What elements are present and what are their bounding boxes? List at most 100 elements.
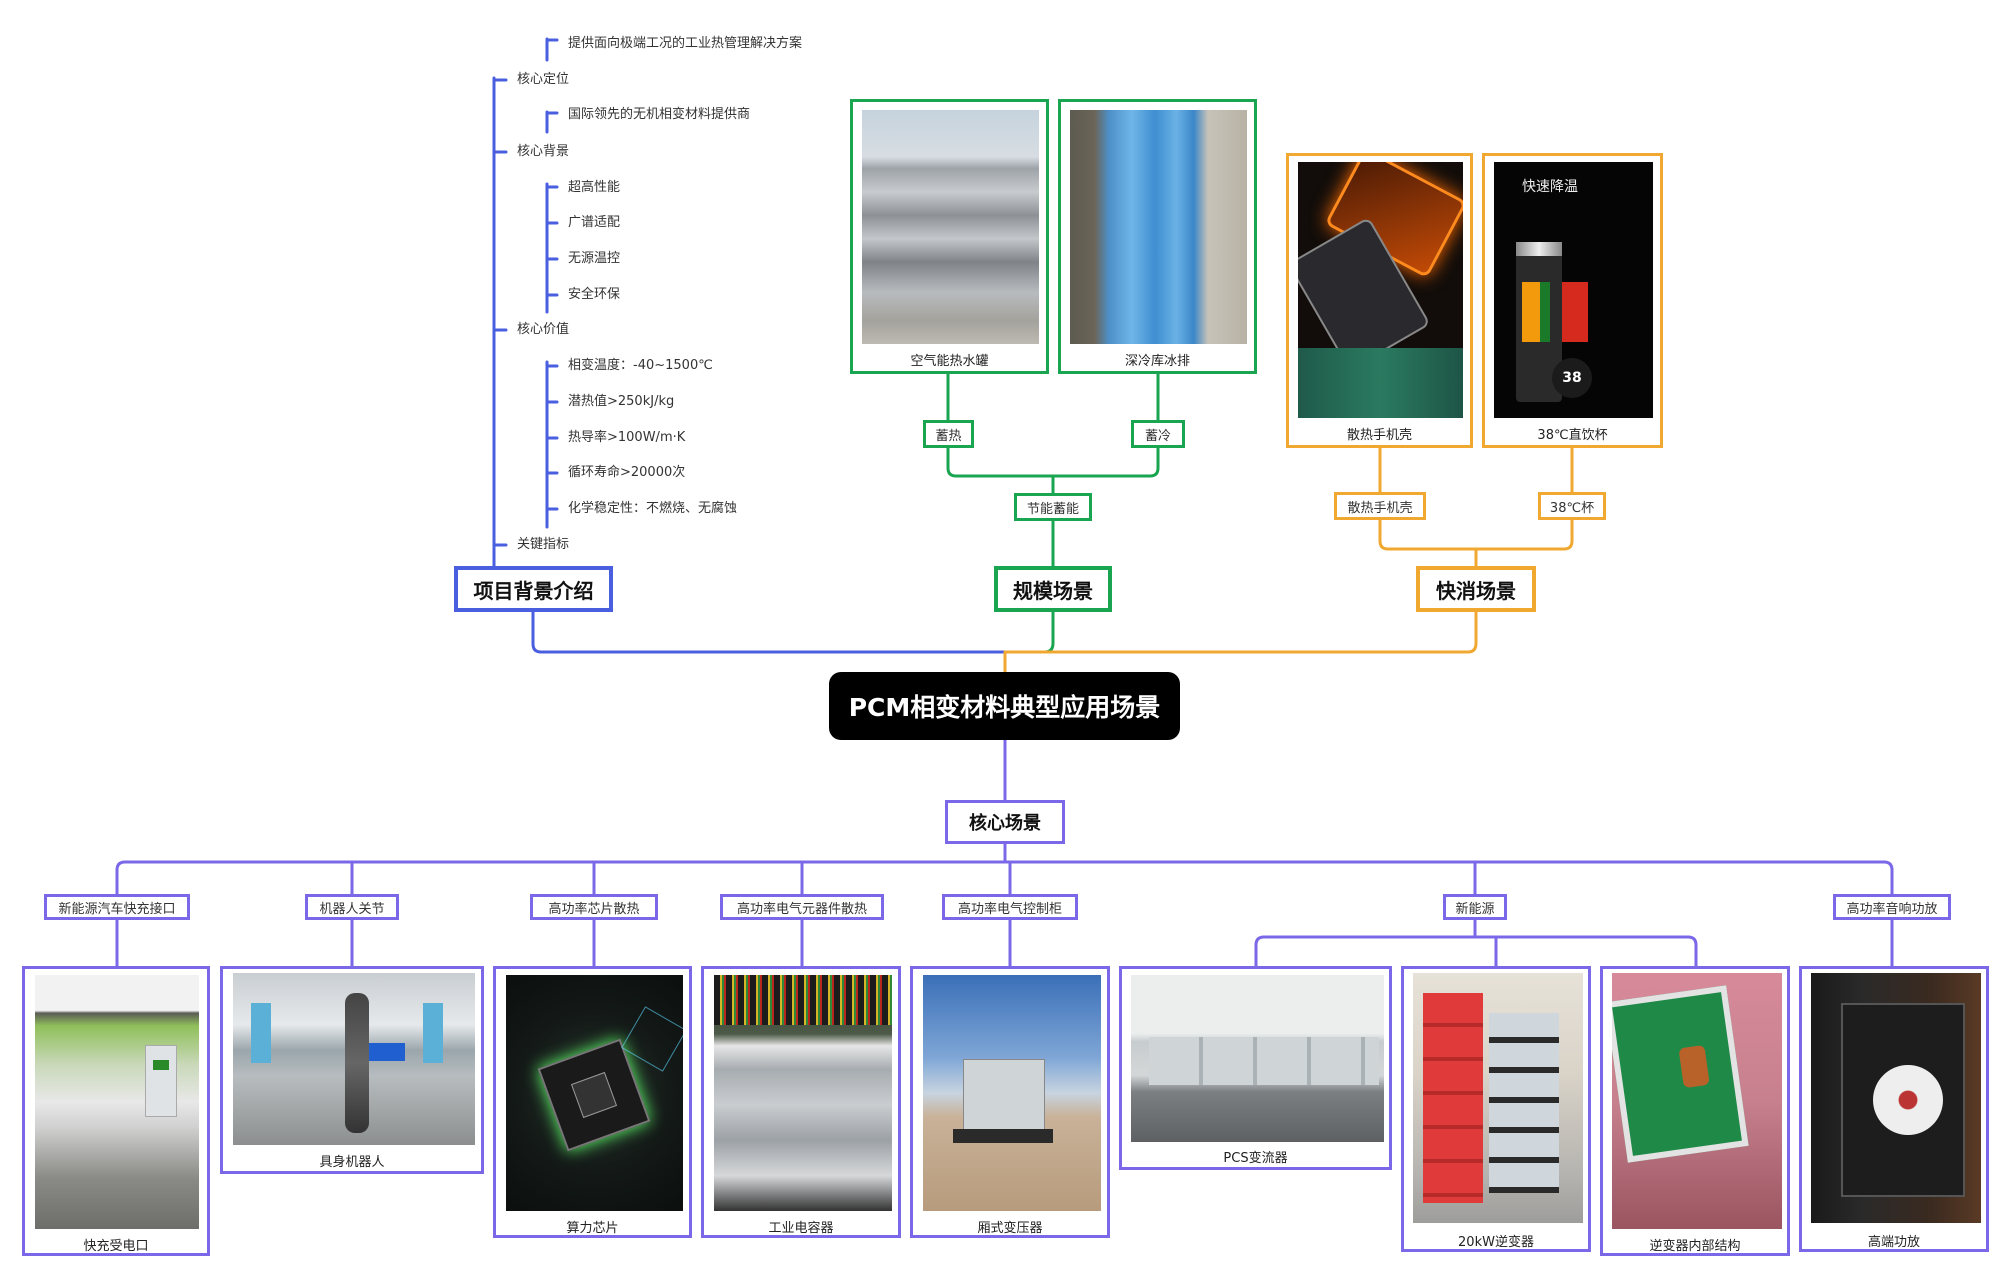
tree-leaf: 国际领先的无机相变材料提供商 xyxy=(568,107,751,122)
inverter-stack-shape xyxy=(1489,1013,1559,1193)
cup-layer-orange xyxy=(1522,282,1540,342)
tree-group-label: 关键指标 xyxy=(517,537,570,552)
consumer-branch-lines xyxy=(1003,445,1574,674)
core-category-audio-amplifier[interactable]: 高功率音响功放 xyxy=(1833,894,1951,920)
inverters-image xyxy=(1413,973,1583,1223)
core-card-pcs-converter[interactable]: PCS变流器 xyxy=(1119,966,1392,1170)
card-caption: 深冷库冰排 xyxy=(1124,354,1190,369)
industrial-capacitors-image xyxy=(714,975,892,1211)
thermos-cup-image: 快速降温 38 xyxy=(1494,162,1653,418)
scale-branch-heat-storage[interactable]: 蓄热 xyxy=(923,420,974,448)
inverter-internal-image xyxy=(1612,973,1782,1229)
tree-group-label: 核心背景 xyxy=(517,144,570,159)
coil-shape xyxy=(1678,1044,1710,1089)
card-caption: 算力芯片 xyxy=(566,1221,619,1236)
box-transformer-image xyxy=(923,975,1101,1211)
tree-leaf: 相变温度：-40~1500℃ xyxy=(568,358,713,373)
consumer-branch-cup[interactable]: 38℃杯 xyxy=(1538,492,1606,520)
card-caption: 厢式变压器 xyxy=(977,1221,1043,1236)
core-card-chip[interactable]: 算力芯片 xyxy=(493,966,692,1238)
consumer-card-thermos-cup[interactable]: 快速降温 38 38℃直饮杯 xyxy=(1482,153,1663,448)
scale-card-water-tank[interactable]: 空气能热水罐 xyxy=(850,99,1049,374)
toroidal-transformer-shape xyxy=(1873,1065,1943,1135)
wires-shape xyxy=(714,975,892,1025)
cup-lid-shape xyxy=(1516,242,1562,256)
core-branch-lines xyxy=(115,738,1894,968)
card-caption: 逆变器内部结构 xyxy=(1649,1239,1741,1254)
tree-leaf: 循环寿命>20000次 xyxy=(568,465,686,480)
tree-leaf: 潜热值>250kJ/kg xyxy=(568,394,675,409)
scale-branch-cold-storage[interactable]: 蓄冷 xyxy=(1131,420,1185,448)
card-caption: 20kW逆变器 xyxy=(1458,1235,1534,1250)
tree-leaf: 提供面向极端工况的工业热管理解决方案 xyxy=(568,36,803,51)
network-glow-shape xyxy=(621,1006,683,1072)
core-scenario-node[interactable]: 核心场景 xyxy=(945,800,1065,844)
scale-hub-energy-saving[interactable]: 节能蓄能 xyxy=(1014,493,1092,521)
humanoid-robot-image xyxy=(233,973,475,1145)
core-category-ev-charging[interactable]: 新能源汽车快充接口 xyxy=(44,894,190,920)
chip-die-shape xyxy=(570,1071,618,1119)
amplifier-chassis-shape xyxy=(1841,1003,1965,1197)
circuit-board-shape xyxy=(1612,985,1749,1163)
card-caption: 高端功放 xyxy=(1867,1235,1920,1250)
core-category-new-energy[interactable]: 新能源 xyxy=(1443,894,1507,920)
robot-shape xyxy=(345,993,369,1133)
cup-temperature-display: 38 xyxy=(1552,358,1592,398)
core-card-inverter-internal[interactable]: 逆变器内部结构 xyxy=(1600,966,1790,1256)
card-caption: 快充受电口 xyxy=(83,1239,149,1254)
cup-image-headline: 快速降温 xyxy=(1522,179,1578,195)
cup-layer-red xyxy=(1562,282,1588,342)
background-tree-lines xyxy=(492,37,1007,654)
red-cover-shape xyxy=(1423,993,1483,1203)
ice-packs-image xyxy=(1070,110,1247,344)
container-row-shape xyxy=(1149,1037,1379,1085)
pillar-shape xyxy=(251,1003,271,1063)
card-caption: PCS变流器 xyxy=(1223,1151,1288,1166)
core-card-inverters[interactable]: 20kW逆变器 xyxy=(1401,966,1591,1252)
tree-leaf: 超高性能 xyxy=(568,180,621,195)
pillar-shape xyxy=(423,1003,443,1063)
card-caption: 具身机器人 xyxy=(319,1155,385,1170)
tree-leaf: 无源温控 xyxy=(568,251,621,266)
core-card-capacitors[interactable]: 工业电容器 xyxy=(701,966,901,1238)
tree-group-label: 核心定位 xyxy=(517,72,570,87)
tree-leaf: 化学稳定性：不燃烧、无腐蚀 xyxy=(568,501,738,516)
core-category-robot-joint[interactable]: 机器人关节 xyxy=(305,894,399,920)
scale-card-ice-packs[interactable]: 深冷库冰排 xyxy=(1058,99,1257,374)
water-tank-image xyxy=(862,110,1039,344)
scale-branch-lines xyxy=(946,370,1160,654)
card-caption: 散热手机壳 xyxy=(1346,428,1412,443)
core-category-chip-cooling[interactable]: 高功率芯片散热 xyxy=(530,894,658,920)
chip-shape xyxy=(537,1038,651,1152)
card-caption: 38℃直饮杯 xyxy=(1537,428,1608,443)
power-amplifier-image xyxy=(1811,973,1981,1223)
background-intro-node[interactable]: 项目背景介绍 xyxy=(454,566,613,612)
consumer-branch-phone-case[interactable]: 散热手机壳 xyxy=(1334,492,1426,520)
card-caption: 工业电容器 xyxy=(768,1221,834,1236)
charger-screen-shape xyxy=(153,1060,169,1070)
core-category-electrical-components[interactable]: 高功率电气元器件散热 xyxy=(720,894,884,920)
crate-shape xyxy=(369,1043,405,1061)
core-card-robot[interactable]: 具身机器人 xyxy=(220,966,484,1174)
cup-layer-green xyxy=(1540,282,1550,342)
core-card-amplifier[interactable]: 高端功放 xyxy=(1799,966,1989,1252)
tree-leaf: 广谱适配 xyxy=(568,215,621,230)
consumer-card-phone-case[interactable]: 散热手机壳 xyxy=(1286,153,1473,448)
ev-charger-image xyxy=(35,975,199,1229)
phone-case-image xyxy=(1298,162,1463,418)
test-bench-shape xyxy=(1298,348,1463,418)
gpu-chip-image xyxy=(506,975,683,1211)
tree-leaf: 安全环保 xyxy=(568,287,621,302)
core-card-transformer[interactable]: 厢式变压器 xyxy=(910,966,1110,1238)
tree-leaf: 热导率>100W/m·K xyxy=(568,430,686,445)
tree-group-label: 核心价值 xyxy=(517,322,570,337)
pcs-converter-image xyxy=(1131,975,1384,1142)
core-category-control-cabinet[interactable]: 高功率电气控制柜 xyxy=(942,894,1078,920)
central-topic[interactable]: PCM相变材料典型应用场景 xyxy=(829,672,1180,740)
scale-scenario-node[interactable]: 规模场景 xyxy=(994,566,1112,612)
consumer-scenario-node[interactable]: 快消场景 xyxy=(1416,566,1536,612)
core-card-ev-charger[interactable]: 快充受电口 xyxy=(22,966,210,1256)
transformer-shape xyxy=(963,1059,1045,1131)
card-caption: 空气能热水罐 xyxy=(910,354,989,369)
